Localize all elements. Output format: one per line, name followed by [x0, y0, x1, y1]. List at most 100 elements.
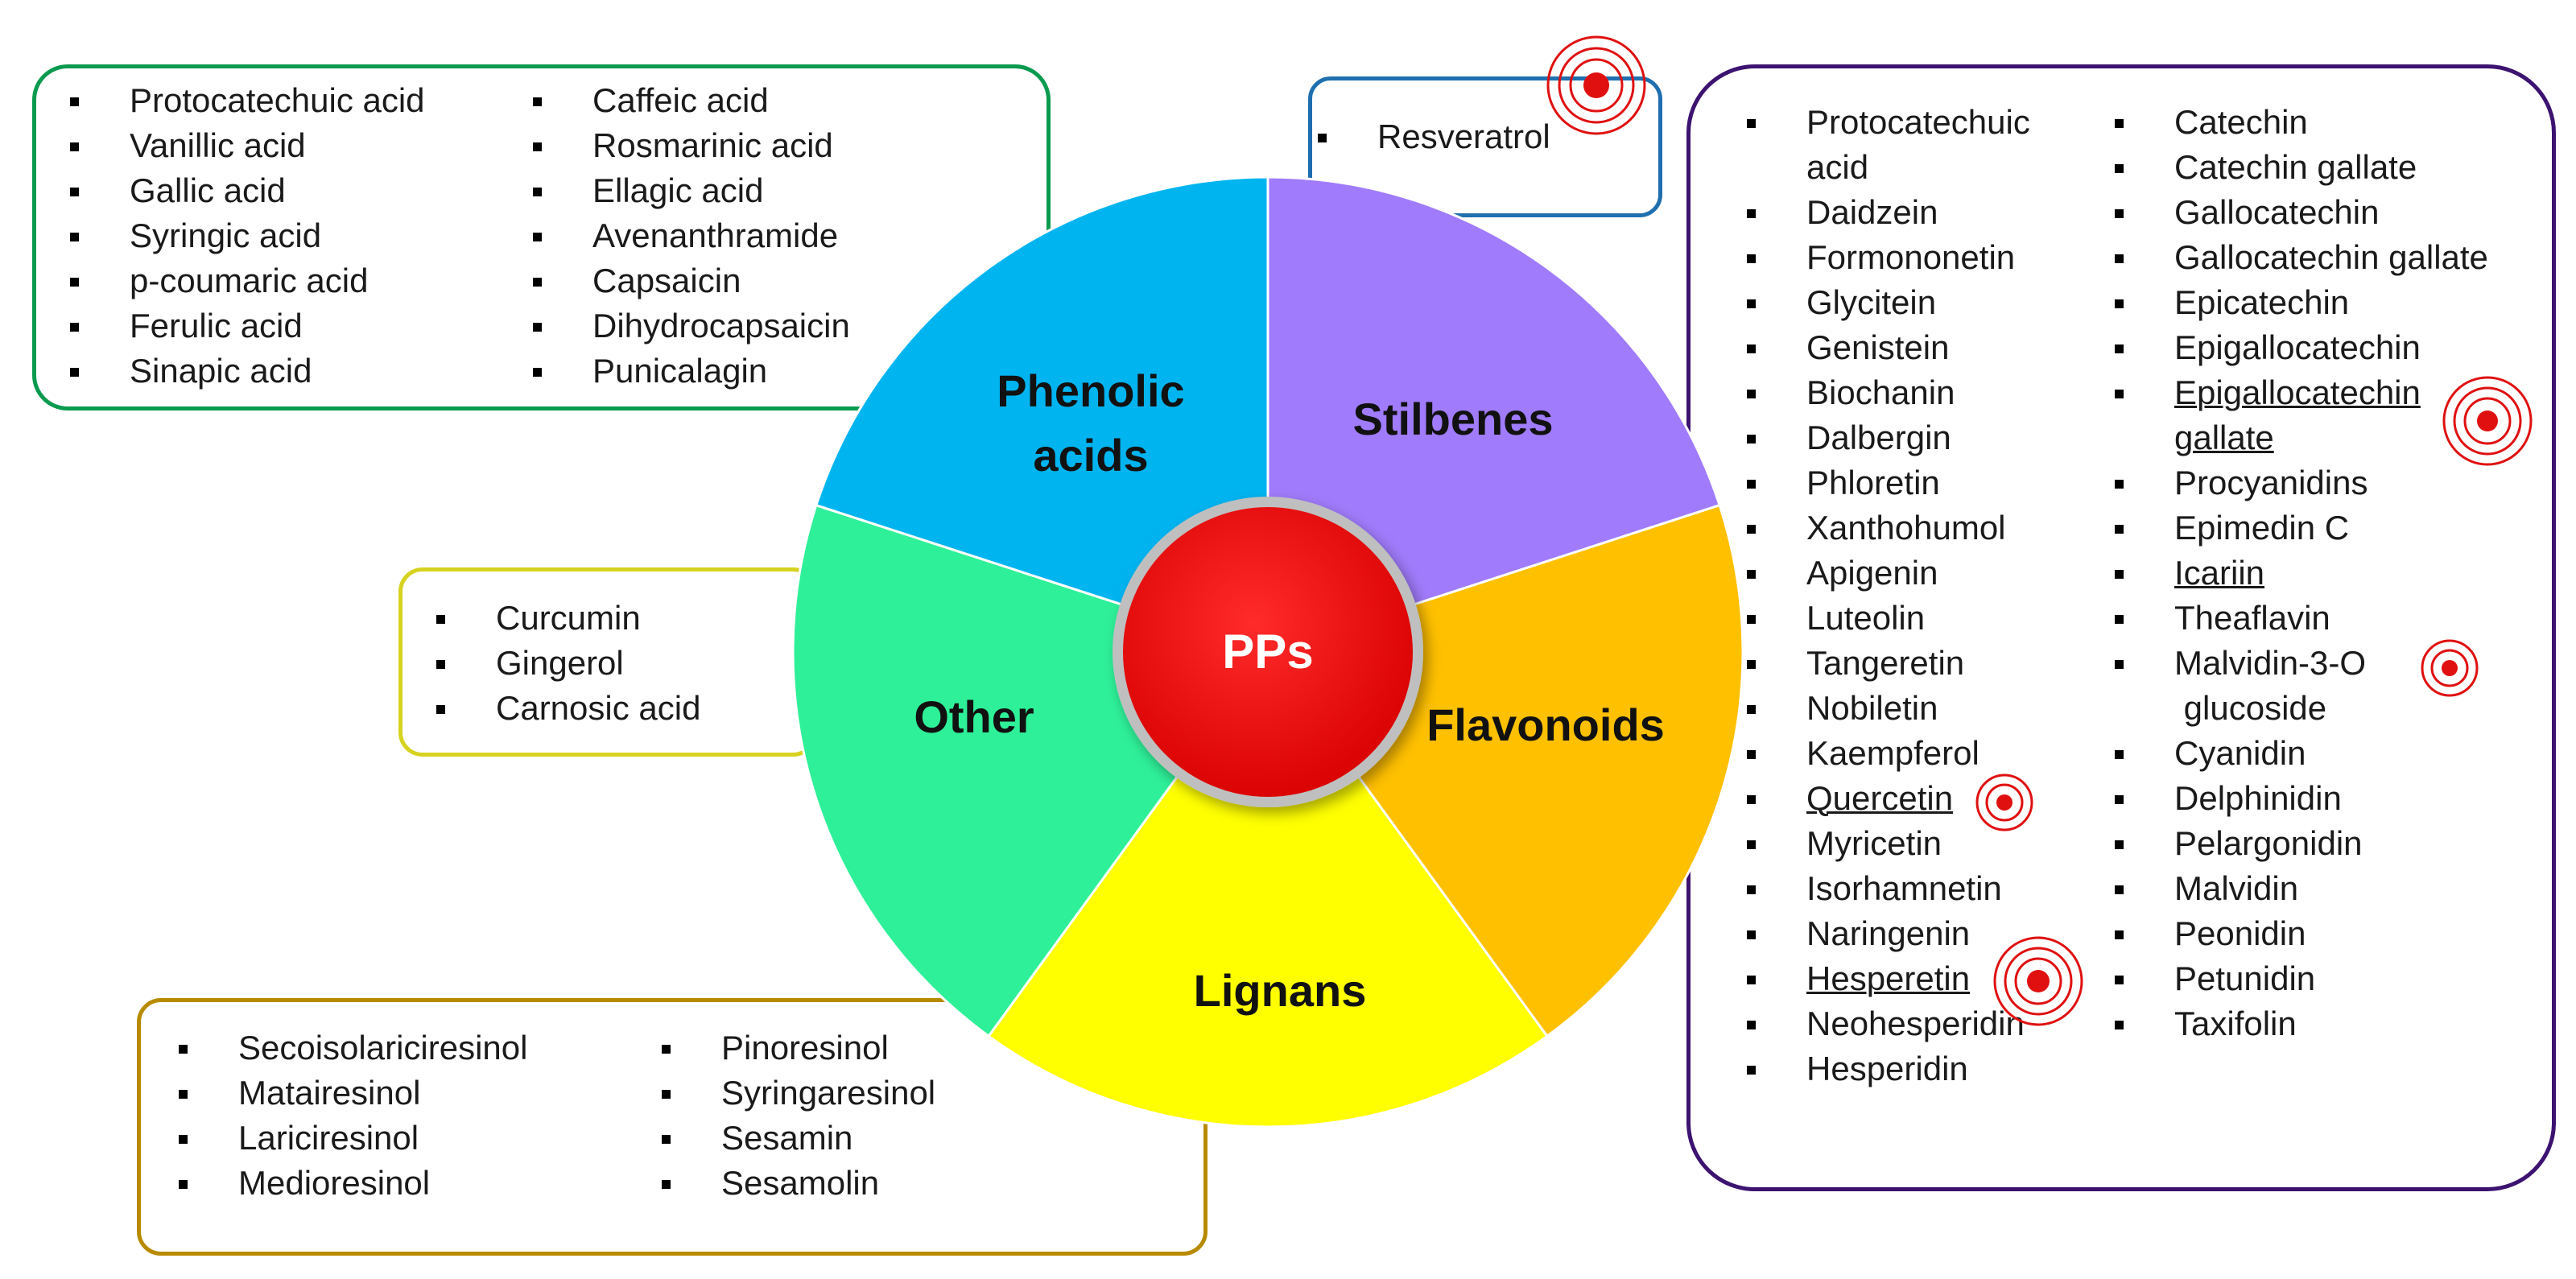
list-item-underlined: Epigallocatechin gallate: [2081, 370, 2488, 460]
target-marker-icon: [2421, 639, 2479, 697]
target-marker-icon: [1975, 774, 2033, 831]
list-item: Sesamin: [628, 1116, 935, 1161]
segment-label-stilbenes: Stilbenes: [1353, 394, 1554, 444]
flavonoids-list-col-2: Catechin Catechin gallate Gallocatechin …: [2081, 100, 2488, 1046]
list-item: Resveratrol: [1284, 114, 1550, 159]
list-item: Delphinidin: [2081, 776, 2488, 821]
list-item: Catechin gallate: [2081, 145, 2488, 190]
phenolic-acids-list-col-2: Caffeic acid Rosmarinic acid Ellagic aci…: [499, 78, 850, 394]
list-item: Pelargonidin: [2081, 821, 2488, 866]
list-item: Gallocatechin: [2081, 190, 2488, 235]
list-item: Protocatechuic acid: [36, 78, 425, 123]
center-label: PPs: [1222, 625, 1313, 679]
list-item: Peonidin: [2081, 911, 2488, 956]
list-item-line: Malvidin-3-O: [2174, 644, 2367, 682]
stilbenes-list: Resveratrol: [1284, 114, 1550, 159]
list-item-underlined: Hesperetin: [1713, 956, 2030, 1001]
flavonoids-box: [1686, 64, 2556, 1191]
list-item: Carnosic acid: [402, 686, 700, 731]
flavonoids-list-col-1: Protocatechuic acid Daidzein Formononeti…: [1713, 100, 2030, 1091]
list-item: Glycitein: [1713, 280, 2030, 325]
list-item: Phloretin: [1713, 460, 2030, 505]
list-item: Secoisolariciresinol: [145, 1025, 527, 1071]
segment-label-phenolic-acids-2: acids: [1033, 430, 1148, 481]
list-item: Catechin: [2081, 100, 2488, 145]
list-item-line: gallate: [2174, 419, 2274, 456]
list-item: Matairesinol: [145, 1071, 527, 1116]
segment-label-other: Other: [914, 691, 1034, 742]
list-item: Neohesperidin: [1713, 1001, 2030, 1046]
wheel-segment-stilbenes: [814, 175, 1269, 654]
list-item: Sesamolin: [628, 1161, 935, 1206]
list-item: Genistein: [1713, 325, 2030, 370]
list-item: Punicalagin: [499, 349, 850, 394]
list-item: p-coumaric acid: [36, 258, 425, 303]
list-item: Isorhamnetin: [1713, 866, 2030, 911]
list-item-text: Icariin: [2174, 554, 2265, 592]
phenolic-acids-list-col-1: Protocatechuic acid Vanillic acid Gallic…: [36, 78, 425, 394]
list-item-text: Hesperetin: [1806, 959, 1971, 997]
list-item: Gallocatechin gallate: [2081, 235, 2488, 280]
wheel-segment-flavonoids: [1266, 175, 1722, 654]
list-item: Medioresinol: [145, 1161, 527, 1206]
list-item: Dalbergin: [1713, 415, 2030, 460]
list-item: Protocatechuic acid: [1713, 100, 2030, 190]
list-item: Sinapic acid: [36, 349, 425, 394]
list-item: Rosmarinic acid: [499, 123, 850, 168]
wheel-segments: [791, 175, 1744, 1128]
segment-label-lignans: Lignans: [1194, 965, 1367, 1016]
list-item: Tangeretin: [1713, 641, 2030, 686]
segment-label-flavonoids: Flavonoids: [1426, 699, 1665, 750]
target-marker-icon: [2442, 376, 2533, 466]
list-item: Curcumin: [402, 596, 700, 641]
list-item: Xanthohumol: [1713, 505, 2030, 551]
list-item: Nobiletin: [1713, 686, 2030, 731]
list-item: Hesperidin: [1713, 1046, 2030, 1091]
segment-label-phenolic-acids: Phenolic: [997, 365, 1184, 416]
list-item: Daidzein: [1713, 190, 2030, 235]
list-item: Theaflavin: [2081, 596, 2488, 641]
list-item: Vanillic acid: [36, 123, 425, 168]
list-item: Pinoresinol: [628, 1025, 935, 1071]
list-item-underlined: Icariin: [2081, 551, 2488, 596]
list-item-line: Protocatechuic: [1806, 103, 2030, 141]
list-item: Petunidin: [2081, 956, 2488, 1001]
list-item: Epigallocatechin: [2081, 325, 2488, 370]
list-item: Gingerol: [402, 641, 700, 686]
list-item-line: glucoside: [2174, 689, 2327, 727]
list-item-line: acid: [1806, 148, 1869, 186]
list-item: Malvidin-3-O glucoside: [2081, 641, 2488, 731]
list-item: Taxifolin: [2081, 1001, 2488, 1046]
list-item-line: Epigallocatechin: [2174, 373, 2421, 411]
list-item: Procyanidins: [2081, 460, 2488, 505]
lignans-list-col-1: Secoisolariciresinol Matairesinol Larici…: [145, 1025, 527, 1206]
list-item: Ferulic acid: [36, 303, 425, 349]
list-item: Apigenin: [1713, 551, 2030, 596]
list-item-text: Quercetin: [1806, 779, 1954, 817]
target-marker-icon: [1993, 936, 2083, 1026]
list-item: Ellagic acid: [499, 168, 850, 213]
list-item: Kaempferol: [1713, 731, 2030, 776]
list-item: Lariciresinol: [145, 1116, 527, 1161]
list-item: Naringenin: [1713, 911, 2030, 956]
list-item: Avenanthramide: [499, 213, 850, 258]
list-item: Myricetin: [1713, 821, 2030, 866]
other-list: Curcumin Gingerol Carnosic acid: [402, 596, 700, 731]
list-item: Biochanin: [1713, 370, 2030, 415]
list-item: Caffeic acid: [499, 78, 850, 123]
list-item: Formononetin: [1713, 235, 2030, 280]
list-item: Epimedin C: [2081, 505, 2488, 551]
list-item: Gallic acid: [36, 168, 425, 213]
list-item: Dihydrocapsaicin: [499, 303, 850, 349]
wheel-segment-other: [987, 650, 1549, 1128]
lignans-list-col-2: Pinoresinol Syringaresinol Sesamin Sesam…: [628, 1025, 935, 1206]
list-item: Syringaresinol: [628, 1071, 935, 1116]
target-marker-icon: [1546, 35, 1646, 135]
list-item: Luteolin: [1713, 596, 2030, 641]
list-item: Syringic acid: [36, 213, 425, 258]
list-item: Malvidin: [2081, 866, 2488, 911]
list-item: Capsaicin: [499, 258, 850, 303]
list-item-underlined: Quercetin: [1713, 776, 2030, 821]
center-circle: [1123, 507, 1413, 797]
